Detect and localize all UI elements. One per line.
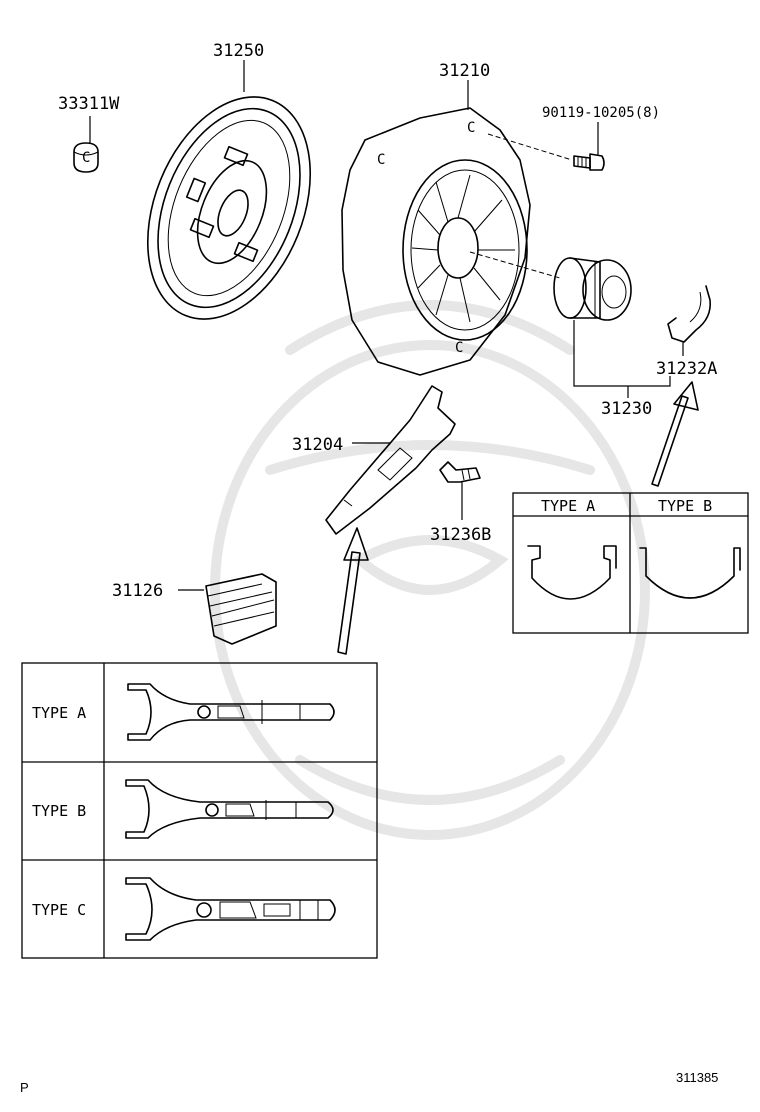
leader-31230 <box>573 320 671 387</box>
clutch-cover-31210[interactable]: C C C <box>341 107 531 376</box>
clip-33311w[interactable]: C <box>73 142 99 173</box>
release-fork-31204[interactable] <box>325 385 456 535</box>
release-bearing-31230[interactable] <box>553 257 632 321</box>
fork-type-c-label: TYPE C <box>32 901 86 919</box>
label-31250: 31250 <box>213 41 264 61</box>
label-90119: 90119-10205(8) <box>542 105 660 121</box>
arrow-to-31232a <box>651 381 699 487</box>
label-31232a: 31232A <box>656 359 717 379</box>
footer-drawing-number: 311385 <box>676 1070 718 1085</box>
label-31126: 31126 <box>112 581 163 601</box>
fork-type-table: TYPE A TYPE B TYPE C <box>21 662 378 959</box>
fork-type-c-drawing <box>125 877 336 941</box>
dashed-bearing-line <box>469 251 561 279</box>
fork-type-a-label: TYPE A <box>32 704 86 722</box>
label-31230: 31230 <box>601 399 652 419</box>
arrow-to-fork <box>337 527 369 655</box>
label-31204: 31204 <box>292 435 343 455</box>
cover-mark-c3: C <box>455 340 463 356</box>
clip-type-b-label: TYPE B <box>658 497 712 515</box>
clutch-disc-31250[interactable] <box>117 73 341 344</box>
cover-mark-c1: C <box>467 120 475 136</box>
spring-clip-31232a[interactable] <box>667 285 712 343</box>
fork-type-b-label: TYPE B <box>32 802 86 820</box>
boot-31126[interactable] <box>205 573 277 645</box>
clip-type-b-drawing <box>639 547 741 599</box>
footer-left-mark: P <box>20 1080 29 1095</box>
cover-mark-c2: C <box>377 152 385 168</box>
clip-mark: C <box>82 150 90 166</box>
clip-type-table: TYPE A TYPE B <box>512 492 749 634</box>
fork-type-b-drawing <box>125 779 334 839</box>
fork-type-a-drawing <box>127 683 335 741</box>
clip-type-a-drawing <box>527 545 617 600</box>
dashed-bolt-line <box>487 133 573 161</box>
watermark <box>210 300 650 840</box>
clip-type-a-label: TYPE A <box>541 497 595 515</box>
pivot-31236b[interactable] <box>439 461 481 483</box>
label-31210: 31210 <box>439 61 490 81</box>
bolt-90119-10205[interactable] <box>573 153 605 171</box>
label-31236b: 31236B <box>430 525 491 545</box>
label-33311w: 33311W <box>58 94 120 114</box>
